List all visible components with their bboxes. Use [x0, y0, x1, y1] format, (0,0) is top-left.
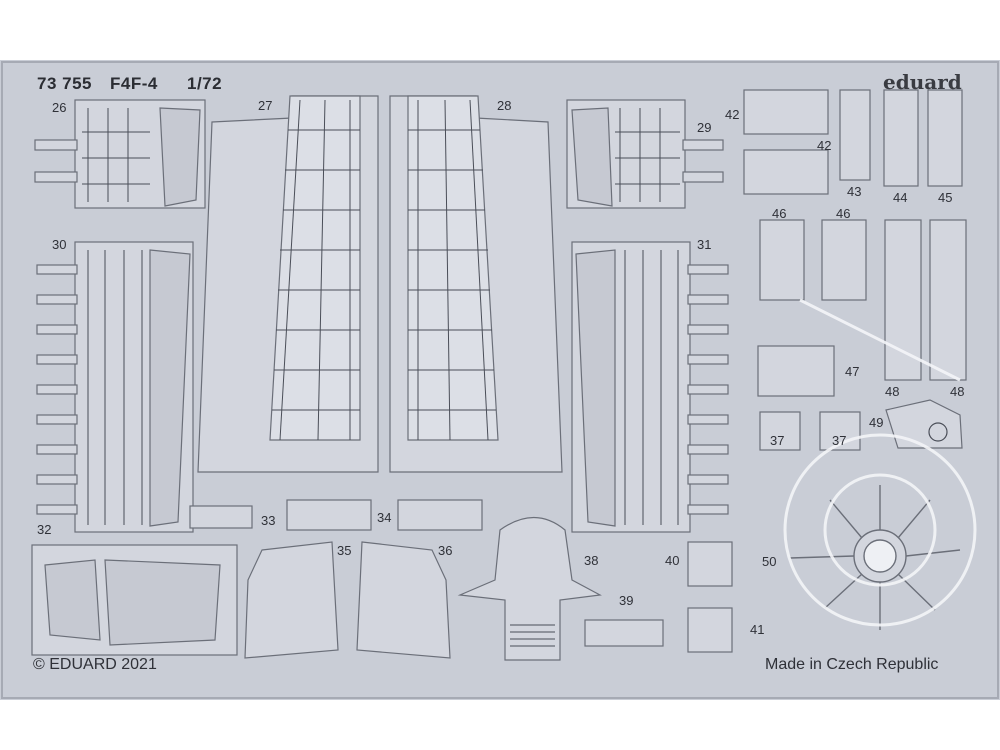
- part-43-belt: [839, 89, 871, 181]
- set-number: 73 755: [37, 74, 92, 93]
- fret-border: [1, 61, 999, 699]
- part-number-43: 43: [847, 184, 862, 199]
- part-42-brackets: [743, 89, 829, 195]
- part-32-panel: [31, 544, 238, 656]
- part-number-29: 29: [697, 120, 712, 135]
- part-49-part: [885, 399, 963, 449]
- part-number-42-bottom: 42: [817, 138, 832, 153]
- watermark-logo: [783, 298, 977, 712]
- part-36-bulkhead: [356, 541, 451, 659]
- part-number-37-left: 37: [770, 433, 785, 448]
- part-number-41: 41: [750, 622, 765, 637]
- part-38-cockpit-floor: [457, 517, 602, 661]
- part-number-40: 40: [665, 553, 680, 568]
- part-number-44: 44: [893, 190, 908, 205]
- part-39-part: [584, 619, 664, 647]
- part-number-32: 32: [37, 522, 52, 537]
- part-number-31: 31: [697, 237, 712, 252]
- part-33-strip: [189, 505, 253, 529]
- photo-etch-fret: [0, 60, 1000, 712]
- part-28-wing-panel: [389, 95, 563, 473]
- part-number-26: 26: [52, 100, 67, 115]
- part-45-belt: [927, 89, 963, 187]
- part-number-30: 30: [52, 237, 67, 252]
- brand-logo: eduard: [883, 70, 962, 94]
- part-34-right-strip: [397, 499, 483, 531]
- part-number-33: 33: [261, 513, 276, 528]
- part-44-belt: [883, 89, 919, 187]
- part-number-42-top: 42: [725, 107, 740, 122]
- part-number-46-left: 46: [772, 206, 787, 221]
- part-number-47: 47: [845, 364, 860, 379]
- part-41-part: [687, 607, 733, 653]
- part-48-strips: [884, 219, 967, 381]
- origin-text: Made in Czech Republic: [765, 656, 939, 673]
- part-number-50: 50: [762, 554, 777, 569]
- part-number-49: 49: [869, 415, 884, 430]
- part-46-brackets: [759, 219, 867, 301]
- part-27-wing-panel: [197, 95, 379, 473]
- part-number-28: 28: [497, 98, 512, 113]
- part-number-38: 38: [584, 553, 599, 568]
- part-31-flap: [571, 241, 729, 533]
- part-number-37-right: 37: [832, 433, 847, 448]
- part-50-ignition-harness: [789, 485, 961, 630]
- part-number-35: 35: [337, 543, 352, 558]
- part-number-46-right: 46: [836, 206, 851, 221]
- part-number-27: 27: [258, 98, 273, 113]
- scale-label: 1/72: [187, 74, 223, 93]
- fret-artwork: [0, 60, 1000, 712]
- part-number-34: 34: [377, 510, 392, 525]
- part-40-part: [687, 541, 733, 587]
- part-number-48-left: 48: [885, 384, 900, 399]
- part-29-flap: [566, 99, 724, 209]
- model-name: F4F-4: [110, 74, 158, 93]
- part-35-bulkhead: [244, 541, 339, 659]
- part-number-39: 39: [619, 593, 634, 608]
- part-number-45: 45: [938, 190, 953, 205]
- part-number-36: 36: [438, 543, 453, 558]
- part-34-left-strip: [286, 499, 372, 531]
- part-number-48-right: 48: [950, 384, 965, 399]
- copyright-text: © EDUARD 2021: [33, 656, 157, 673]
- part-30-flap: [36, 241, 194, 533]
- part-26-flap: [34, 99, 206, 209]
- part-47-grilles: [757, 345, 835, 397]
